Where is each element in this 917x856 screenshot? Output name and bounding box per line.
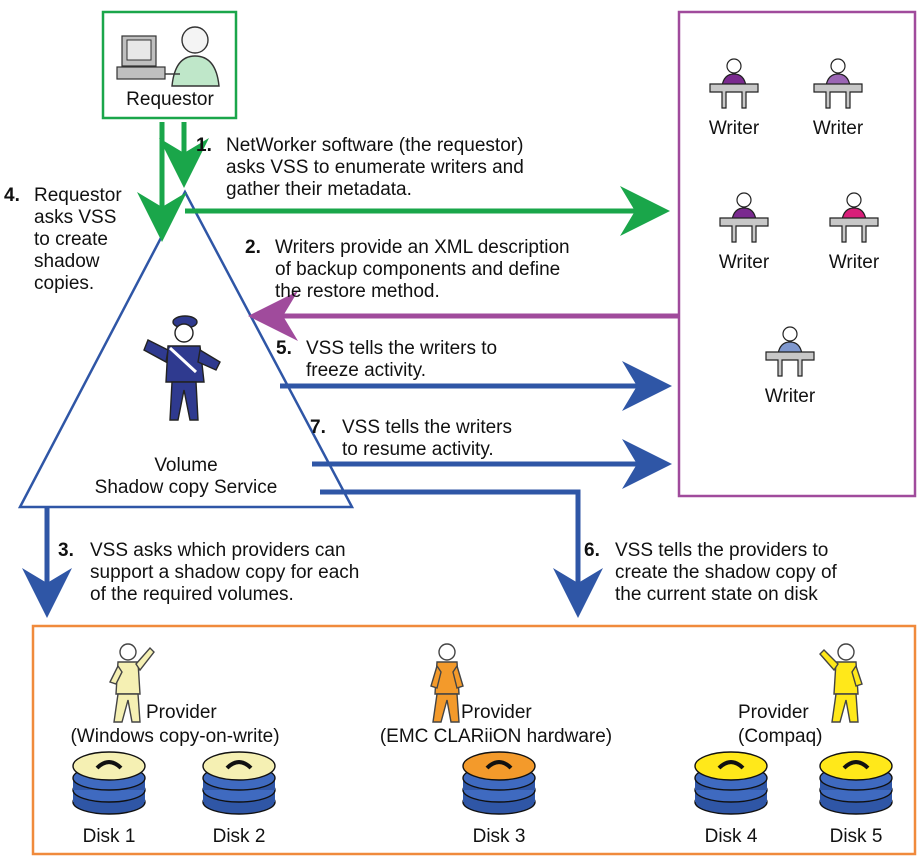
step-4-number: 4. bbox=[4, 185, 20, 206]
provider-3-sub: (Compaq) bbox=[738, 726, 823, 747]
writer-desk-icon bbox=[829, 192, 879, 243]
writer-label-5: Writer bbox=[764, 386, 816, 407]
computer-user-icon bbox=[116, 26, 220, 87]
step-4-text: Requestor asks VSS to create shadow copi… bbox=[34, 185, 122, 294]
provider-1-sub: (Windows copy-on-write) bbox=[70, 726, 280, 747]
provider-figure-icon bbox=[430, 643, 464, 723]
traffic-officer-icon bbox=[143, 315, 221, 421]
disk-2-label: Disk 2 bbox=[212, 826, 266, 847]
writer-label-2: Writer bbox=[812, 118, 864, 139]
writer-desk-icon bbox=[765, 326, 815, 377]
disk-stack-icon bbox=[819, 751, 893, 815]
disk-stack-icon bbox=[72, 751, 146, 815]
step-7-text: VSS tells the writers to resume activity… bbox=[342, 417, 512, 460]
writer-desk-icon bbox=[709, 58, 759, 109]
writer-label-1: Writer bbox=[708, 118, 760, 139]
step-7-number: 7. bbox=[310, 417, 326, 438]
provider-1-label: Provider bbox=[146, 702, 217, 723]
writer-label-3: Writer bbox=[718, 252, 770, 273]
step-5-text: VSS tells the writers to freeze activity… bbox=[306, 338, 498, 381]
step-3-text: VSS asks which providers can support a s… bbox=[90, 540, 360, 605]
writer-desk-icon bbox=[719, 192, 769, 243]
vss-label: Volume Shadow copy Service bbox=[94, 455, 278, 498]
provider-2-label: Provider bbox=[461, 702, 532, 723]
step-6-number: 6. bbox=[584, 540, 600, 561]
writer-label-4: Writer bbox=[828, 252, 880, 273]
step-1-text: NetWorker software (the requestor) asks … bbox=[226, 135, 524, 200]
provider-2-sub: (EMC CLARiiON hardware) bbox=[379, 726, 613, 747]
step-2-text: Writers provide an XML description of ba… bbox=[275, 237, 570, 302]
provider-figure-icon bbox=[819, 643, 863, 723]
disk-stack-icon bbox=[202, 751, 276, 815]
provider-figure-icon bbox=[109, 643, 155, 723]
step-1-number: 1. bbox=[196, 135, 212, 156]
writer-desk-icon bbox=[813, 58, 863, 109]
providers-box bbox=[31, 624, 917, 856]
requestor-label: Requestor bbox=[126, 89, 214, 110]
disk-3-label: Disk 3 bbox=[472, 826, 526, 847]
provider-3-label: Provider bbox=[738, 702, 809, 723]
requestor-box bbox=[101, 10, 238, 120]
disk-1-label: Disk 1 bbox=[82, 826, 136, 847]
step-5-number: 5. bbox=[276, 338, 292, 359]
writers-box bbox=[677, 10, 917, 498]
step-3-number: 3. bbox=[58, 540, 74, 561]
step-2-number: 2. bbox=[245, 237, 261, 258]
arrow-6-create-shadow bbox=[320, 489, 603, 618]
disk-4-label: Disk 4 bbox=[704, 826, 758, 847]
step-6-text: VSS tells the providers to create the sh… bbox=[615, 540, 837, 605]
disk-stack-icon bbox=[694, 751, 768, 815]
disk-stack-icon bbox=[462, 751, 536, 815]
disk-5-label: Disk 5 bbox=[829, 826, 883, 847]
